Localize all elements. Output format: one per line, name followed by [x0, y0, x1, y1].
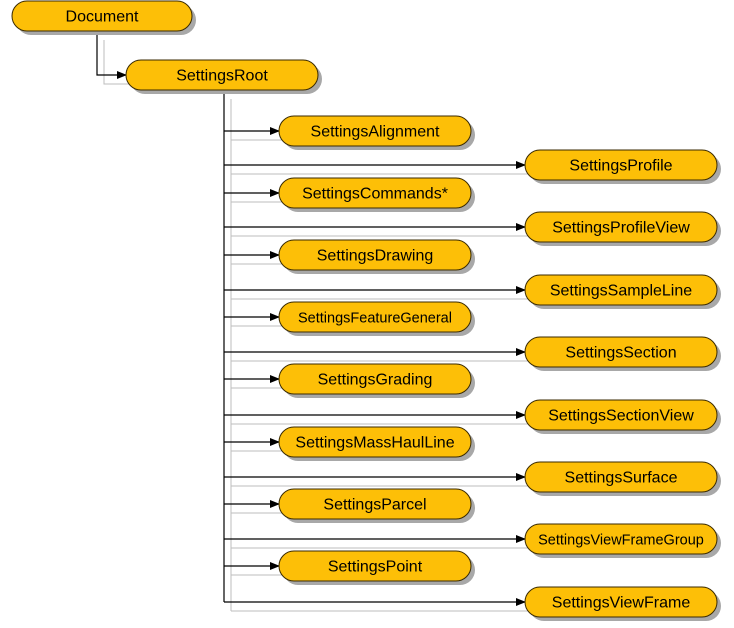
node-label: SettingsProfile [569, 158, 672, 175]
node-label: Document [66, 9, 139, 26]
node-label: SettingsSection [565, 345, 676, 362]
node-label: SettingsDrawing [317, 248, 434, 265]
node-settingsprofile: SettingsProfile [524, 149, 721, 184]
node-label: SettingsParcel [323, 497, 426, 514]
connector-to-settingspoint [224, 562, 286, 576]
node-label: SettingsSampleLine [550, 283, 692, 300]
node-box [278, 239, 472, 271]
node-box [524, 461, 718, 493]
node-label: SettingsMassHaulLine [295, 435, 454, 452]
connector-trunk [223, 90, 232, 611]
node-settingsalignment: SettingsAlignment [278, 115, 475, 150]
connector-to-settingsmasshaulline [224, 438, 286, 452]
node-box [524, 586, 718, 618]
node-label: SettingsCommands* [302, 186, 448, 203]
node-label: SettingsPoint [328, 559, 423, 576]
node-label: SettingsAlignment [311, 124, 441, 141]
node-label: SettingsFeatureGeneral [298, 311, 452, 327]
node-settingsviewframegroup: SettingsViewFrameGroup [524, 523, 721, 558]
connector-to-settingssurface [224, 473, 532, 487]
connector-document-to-settings-root [96, 31, 133, 85]
node-settingsprofileview: SettingsProfileView [524, 211, 721, 246]
connector-to-settingscommands [224, 189, 286, 203]
connector-to-settingsviewframegroup [224, 535, 532, 549]
node-settingssection: SettingsSection [524, 336, 721, 371]
connector-to-settingsgrading [224, 375, 286, 389]
node-box [278, 426, 472, 458]
node-box [524, 336, 718, 368]
node-settingssurface: SettingsSurface [524, 461, 721, 496]
node-settingsgrading: SettingsGrading [278, 363, 475, 398]
connector-layer [96, 31, 532, 612]
node-layer: DocumentSettingsRootSettingsAlignmentSet… [11, 0, 721, 621]
node-label: SettingsViewFrameGroup [538, 533, 704, 549]
node-label: SettingsSurface [565, 470, 678, 487]
node-box [11, 0, 193, 32]
node-box [278, 301, 472, 333]
node-box [278, 488, 472, 520]
node-settingsdrawing: SettingsDrawing [278, 239, 475, 274]
node-box [278, 550, 472, 582]
node-label: SettingsViewFrame [552, 595, 691, 612]
node-label: SettingsSectionView [548, 408, 694, 425]
node-box [524, 523, 718, 555]
node-settingssectionview: SettingsSectionView [524, 399, 721, 434]
node-settingsmasshaulline: SettingsMassHaulLine [278, 426, 475, 461]
node-box [278, 177, 472, 209]
connector-to-settingsdrawing [224, 251, 286, 265]
connector-to-settingsviewframe [224, 598, 532, 612]
node-settingssampleline: SettingsSampleLine [524, 274, 721, 309]
node-label: SettingsRoot [176, 68, 268, 85]
connector-to-settingsfeaturegeneral [224, 313, 286, 327]
node-settingsfeaturegeneral: SettingsFeatureGeneral [278, 301, 475, 336]
node-box [524, 149, 718, 181]
connector-to-settingssection [224, 348, 532, 362]
node-label: SettingsProfileView [552, 220, 690, 237]
node-settingscommands: SettingsCommands* [278, 177, 475, 212]
connector-to-settingssectionview [224, 411, 532, 425]
connector-to-settingsparcel [224, 500, 286, 514]
node-box [125, 59, 319, 91]
node-settingspoint: SettingsPoint [278, 550, 475, 585]
connector-to-settingssampleline [224, 286, 532, 300]
node-settingsviewframe: SettingsViewFrame [524, 586, 721, 621]
node-box [524, 211, 718, 243]
node-box [524, 274, 718, 306]
connector-to-settingsprofile [224, 161, 532, 175]
node-box [278, 115, 472, 147]
node-label: SettingsGrading [318, 372, 433, 389]
node-settingsparcel: SettingsParcel [278, 488, 475, 523]
connector-to-settingsalignment [224, 127, 286, 141]
connector-to-settingsprofileview [224, 223, 532, 237]
node-settingsroot: SettingsRoot [125, 59, 322, 94]
node-document: Document [11, 0, 196, 35]
node-box [278, 363, 472, 395]
node-box [524, 399, 718, 431]
